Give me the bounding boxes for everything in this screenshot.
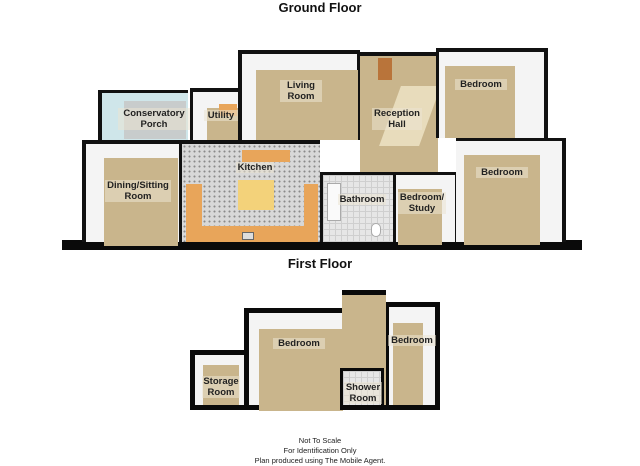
label-living-room: Living Room — [280, 80, 322, 102]
hob-icon — [242, 232, 254, 240]
kitchen-island — [238, 180, 274, 210]
label-storage-room: Storage Room — [202, 376, 240, 398]
label-reception-hall: Reception Hall — [372, 108, 422, 130]
label-dining-sitting: Dining/Sitting Room — [105, 180, 171, 202]
label-bedroom-study: Bedroom/ Study — [398, 192, 446, 214]
first-floor-title: First Floor — [287, 256, 353, 271]
kitchen-counter-right — [304, 184, 318, 242]
footer-identification: For Identification Only — [283, 446, 357, 455]
room-living — [238, 50, 360, 140]
kitchen-counter-top — [242, 150, 290, 162]
room-kitchen — [182, 140, 320, 242]
ground-floor-title: Ground Floor — [278, 0, 362, 15]
footer-produced-by: Plan produced using The Mobile Agent. — [254, 456, 386, 465]
front-door — [378, 58, 392, 80]
label-bedroom-1: Bedroom — [455, 79, 507, 90]
toilet-icon — [371, 223, 381, 237]
label-bedroom-2: Bedroom — [476, 167, 528, 178]
room-bedroom-2 — [456, 138, 566, 245]
footer-not-to-scale: Not To Scale — [298, 436, 342, 445]
ground-floor-base-wall — [62, 240, 582, 250]
label-shower-room: Shower Room — [344, 382, 382, 404]
label-bedroom-4: Bedroom — [388, 335, 436, 346]
label-bedroom-3: Bedroom — [273, 338, 325, 349]
label-conservatory-porch: Conservatory Porch — [118, 108, 190, 130]
label-bathroom: Bathroom — [338, 194, 386, 205]
room-bedroom-1 — [436, 48, 548, 138]
label-kitchen: Kitchen — [236, 162, 274, 173]
room-bathroom — [320, 172, 396, 242]
label-utility: Utility — [204, 110, 238, 121]
room-bedroom-4 — [386, 302, 440, 410]
room-bedroom-3 — [244, 308, 343, 411]
